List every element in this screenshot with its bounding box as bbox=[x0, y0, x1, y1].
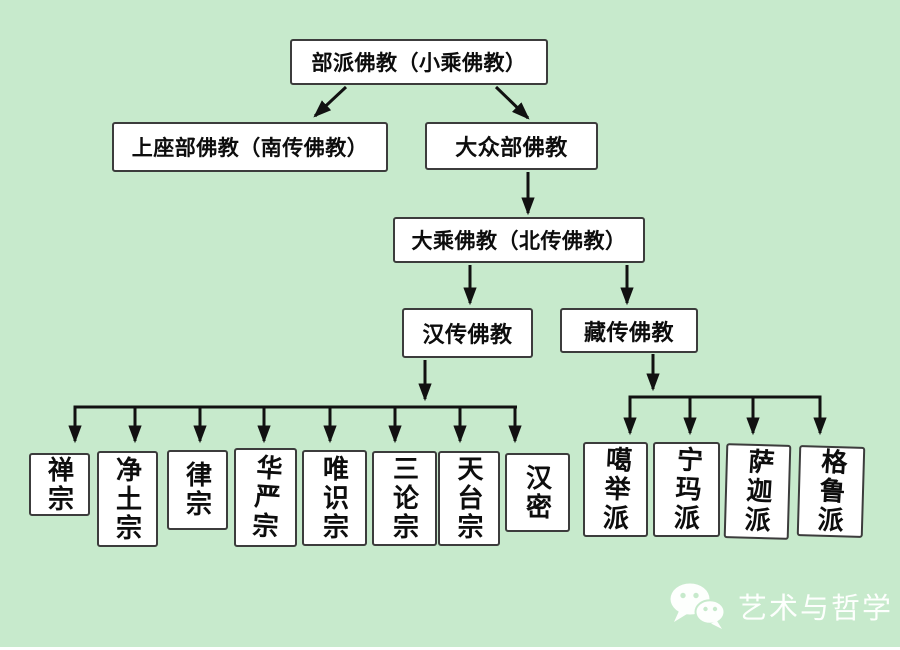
node-label: 三论宗 bbox=[389, 455, 420, 542]
node-label: 上座部佛教（南传佛教） bbox=[131, 137, 369, 160]
node-huayanzong: 华严宗 bbox=[234, 448, 297, 547]
node-sanlunzong: 三论宗 bbox=[372, 451, 437, 546]
node-dacheng: 大乘佛教（北传佛教） bbox=[393, 217, 645, 263]
node-tiantaizong: 天台宗 bbox=[438, 451, 500, 546]
node-label: 禅宗 bbox=[44, 455, 75, 514]
node-label: 律宗 bbox=[182, 461, 213, 519]
node-label: 唯识宗 bbox=[319, 454, 350, 542]
node-chanzong: 禅宗 bbox=[29, 453, 90, 516]
node-label: 天台宗 bbox=[454, 455, 484, 542]
node-label: 大乘佛教（北传佛教） bbox=[411, 230, 627, 253]
node-zangchuan: 藏传佛教 bbox=[560, 308, 698, 353]
node-sajiapai: 萨迦派 bbox=[723, 443, 792, 540]
node-bupai: 部派佛教（小乘佛教） bbox=[290, 39, 548, 85]
edge bbox=[494, 85, 530, 120]
node-dazhongbu: 大众部佛教 bbox=[425, 122, 598, 170]
watermark-text: 艺术与哲学 bbox=[738, 593, 894, 625]
node-label: 噶举派 bbox=[598, 445, 633, 534]
node-label: 汉传佛教 bbox=[422, 322, 513, 347]
node-weishizong: 唯识宗 bbox=[302, 450, 367, 546]
node-shangzuobu: 上座部佛教（南传佛教） bbox=[112, 122, 388, 172]
node-jingtuzong: 净土宗 bbox=[97, 451, 158, 547]
node-label: 部派佛教（小乘佛教） bbox=[311, 52, 527, 75]
node-hanmi: 汉密 bbox=[505, 453, 570, 532]
node-label: 格鲁派 bbox=[813, 447, 849, 536]
node-label: 藏传佛教 bbox=[583, 319, 674, 345]
node-gajupai: 噶举派 bbox=[583, 442, 648, 537]
node-label: 宁玛派 bbox=[669, 445, 704, 534]
node-label: 萨迦派 bbox=[739, 447, 776, 536]
watermark: 艺术与哲学 bbox=[668, 583, 893, 629]
node-label: 净土宗 bbox=[112, 455, 143, 543]
edge bbox=[313, 85, 348, 118]
node-hanchuan: 汉传佛教 bbox=[402, 308, 533, 358]
node-gelupai: 格鲁派 bbox=[796, 445, 866, 538]
node-label: 汉密 bbox=[522, 463, 553, 522]
node-ningmapai: 宁玛派 bbox=[653, 442, 720, 537]
node-label: 华严宗 bbox=[247, 453, 284, 542]
bottom-edge-strip bbox=[0, 647, 900, 650]
wechat-icon bbox=[670, 583, 726, 629]
node-lvzong: 律宗 bbox=[167, 450, 228, 530]
node-label: 大众部佛教 bbox=[455, 135, 568, 160]
